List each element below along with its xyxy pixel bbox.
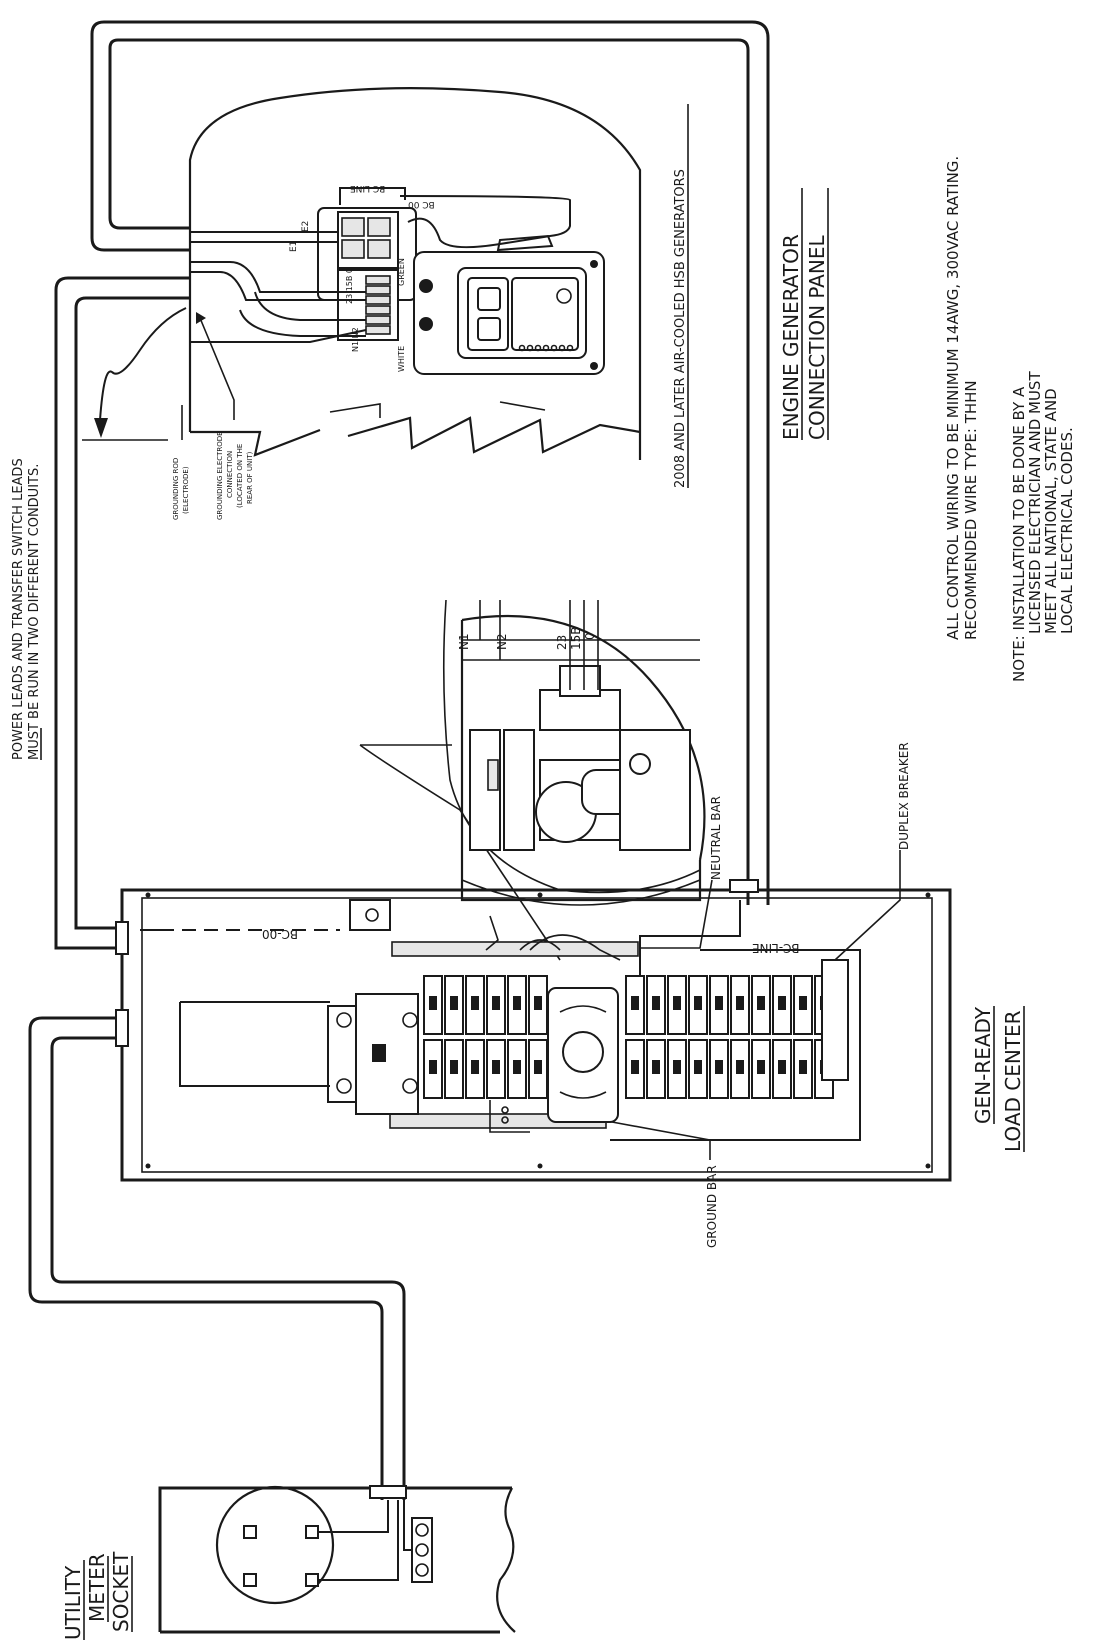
grounding-rod: GROUNDING ROD (ELECTRODE): [82, 307, 190, 520]
breaker-handle: [736, 996, 744, 1010]
neutral-bar-callout: NEUTRAL BAR: [640, 796, 723, 949]
gen-e2-label: E2: [301, 221, 311, 232]
engine-panel-title: ENGINE GENERATOR CONNECTION PANEL: [779, 188, 829, 440]
breaker-handle: [715, 1060, 723, 1074]
breaker-handle: [652, 996, 660, 1010]
install-note-line4: LOCAL ELECTRICAL CODES.: [1058, 427, 1076, 634]
breaker-handle: [694, 1060, 702, 1074]
control-wiring-line2: RECOMMENDED WIRE TYPE: THHN: [962, 380, 980, 640]
meter-title-line1: UTILITY: [61, 1565, 85, 1640]
utility-meter-socket: [158, 1485, 516, 1634]
generator-model-note: 2008 AND LATER AIR-COOLED HSB GENERATORS: [673, 169, 688, 488]
load-center-title-line2: LOAD CENTER: [1001, 1010, 1025, 1152]
breaker-handle: [694, 996, 702, 1010]
duplex-breaker-callout: DUPLEX BREAKER: [834, 742, 911, 961]
engine-panel-title-line1: ENGINE GENERATOR: [779, 234, 803, 440]
detail-magnifier: N1 N2 23 15B 0: [359, 599, 706, 961]
ground-bar-label: GROUND BAR: [705, 1165, 719, 1248]
bc-line-label: BC-LINE: [752, 941, 800, 955]
breaker-handle: [715, 996, 723, 1010]
load-center: [115, 879, 952, 1182]
breaker-handle: [652, 1060, 660, 1074]
breaker-handle: [429, 1060, 437, 1074]
breaker-handle: [631, 1060, 639, 1074]
neutral-bar: [391, 941, 639, 957]
ground-bar-callout: GROUND BAR: [611, 1121, 719, 1248]
breaker-handle: [534, 996, 542, 1010]
breaker-handle: [631, 996, 639, 1010]
detail-23-label: 23: [555, 635, 569, 650]
breaker-handle: [673, 996, 681, 1010]
breaker-handle: [799, 1060, 807, 1074]
meter-title-line3: SOCKET: [109, 1551, 133, 1632]
breaker-array: [423, 975, 834, 1099]
neutral-bar-label: NEUTRAL BAR: [709, 796, 723, 880]
breaker-handle: [757, 996, 765, 1010]
load-center-title: GEN-READY LOAD CENTER: [971, 1006, 1025, 1152]
gen-white-label: WHITE: [397, 346, 406, 372]
gen-terms-label: 23 15B 0: [345, 268, 354, 304]
breaker-handle: [513, 1060, 521, 1074]
breaker-handle: [799, 996, 807, 1010]
detail-n1-label: N1: [457, 633, 471, 650]
breaker-handle: [778, 996, 786, 1010]
breaker-handle: [450, 1060, 458, 1074]
control-wiring-line1: ALL CONTROL WIRING TO BE MINIMUM 14AWG, …: [944, 156, 962, 640]
grounding-conn-line4: REAR OF UNIT): [246, 451, 254, 504]
breaker-handle: [736, 1060, 744, 1074]
control-wiring-note: ALL CONTROL WIRING TO BE MINIMUM 14AWG, …: [944, 156, 980, 640]
meter-title: UTILITY METER SOCKET: [61, 1551, 133, 1640]
meter-title-line2: METER: [85, 1553, 109, 1622]
duplex-breaker-label: DUPLEX BREAKER: [897, 742, 911, 850]
breaker-handle: [757, 1060, 765, 1074]
load-center-title-line1: GEN-READY: [971, 1006, 995, 1124]
breaker-handle: [534, 1060, 542, 1074]
conduit-note: POWER LEADS AND TRANSFER SWITCH LEADS MU…: [11, 458, 42, 760]
terminal-strip: [365, 275, 391, 335]
engine-panel-title-line2: CONNECTION PANEL: [805, 235, 829, 440]
breaker-handle: [492, 1060, 500, 1074]
install-note-line2: LICENSED ELECTRICIAN AND MUST: [1026, 371, 1044, 634]
bc-00-label: BC-00: [262, 927, 298, 941]
gen-bc-line-label: BC LINE: [350, 183, 386, 193]
installation-note: NOTE: INSTALLATION TO BE DONE BY A LICEN…: [1010, 371, 1076, 682]
conduit-generator-to-panel: [54, 20, 770, 950]
grounding-conn-line2: CONNECTION: [226, 451, 234, 498]
install-note-line1: NOTE: INSTALLATION TO BE DONE BY A: [1010, 386, 1028, 682]
grounding-conn-line3: (LOCATED ON THE: [236, 444, 244, 508]
generator-connection-panel: [190, 187, 605, 375]
meter-terminal-block: [411, 1517, 433, 1583]
breaker-handle: [513, 996, 521, 1010]
breaker-handle: [673, 1060, 681, 1074]
gen-bc-00-label: BC 00: [408, 199, 435, 209]
breaker-handle: [429, 996, 437, 1010]
breaker-handle: [450, 996, 458, 1010]
gen-e1-label: E1: [289, 241, 299, 252]
grounding-rod-line2: (ELECTRODE): [182, 466, 190, 514]
generator-enclosure: [188, 87, 642, 460]
conduit-meter-to-panel: [28, 1016, 406, 1500]
breaker-handle: [778, 1060, 786, 1074]
status-leds: [518, 344, 574, 352]
detail-15b-label: 15B: [569, 626, 583, 650]
conduit-note-line1: POWER LEADS AND TRANSFER SWITCH LEADS: [11, 458, 26, 760]
gen-green-label: GREEN: [397, 258, 406, 286]
grounding-conn-line1: GROUNDING ELECTRODE: [216, 431, 224, 520]
install-note-line3: MEET ALL NATIONAL, STATE AND: [1042, 388, 1060, 634]
detail-0-label: 0: [583, 632, 597, 640]
gen-n1n2-label: N1 N2: [351, 327, 360, 352]
breaker-handle: [471, 1060, 479, 1074]
grounding-rod-line1: GROUNDING ROD: [172, 458, 180, 520]
grounding-connection: GROUNDING ELECTRODE CONNECTION (LOCATED …: [196, 312, 254, 520]
breaker-handle: [471, 996, 479, 1010]
detail-n2-label: N2: [495, 633, 509, 650]
conduit-note-line2: MUST BE RUN IN TWO DIFFERENT CONDUITS.: [27, 464, 42, 760]
breaker-handle: [492, 996, 500, 1010]
